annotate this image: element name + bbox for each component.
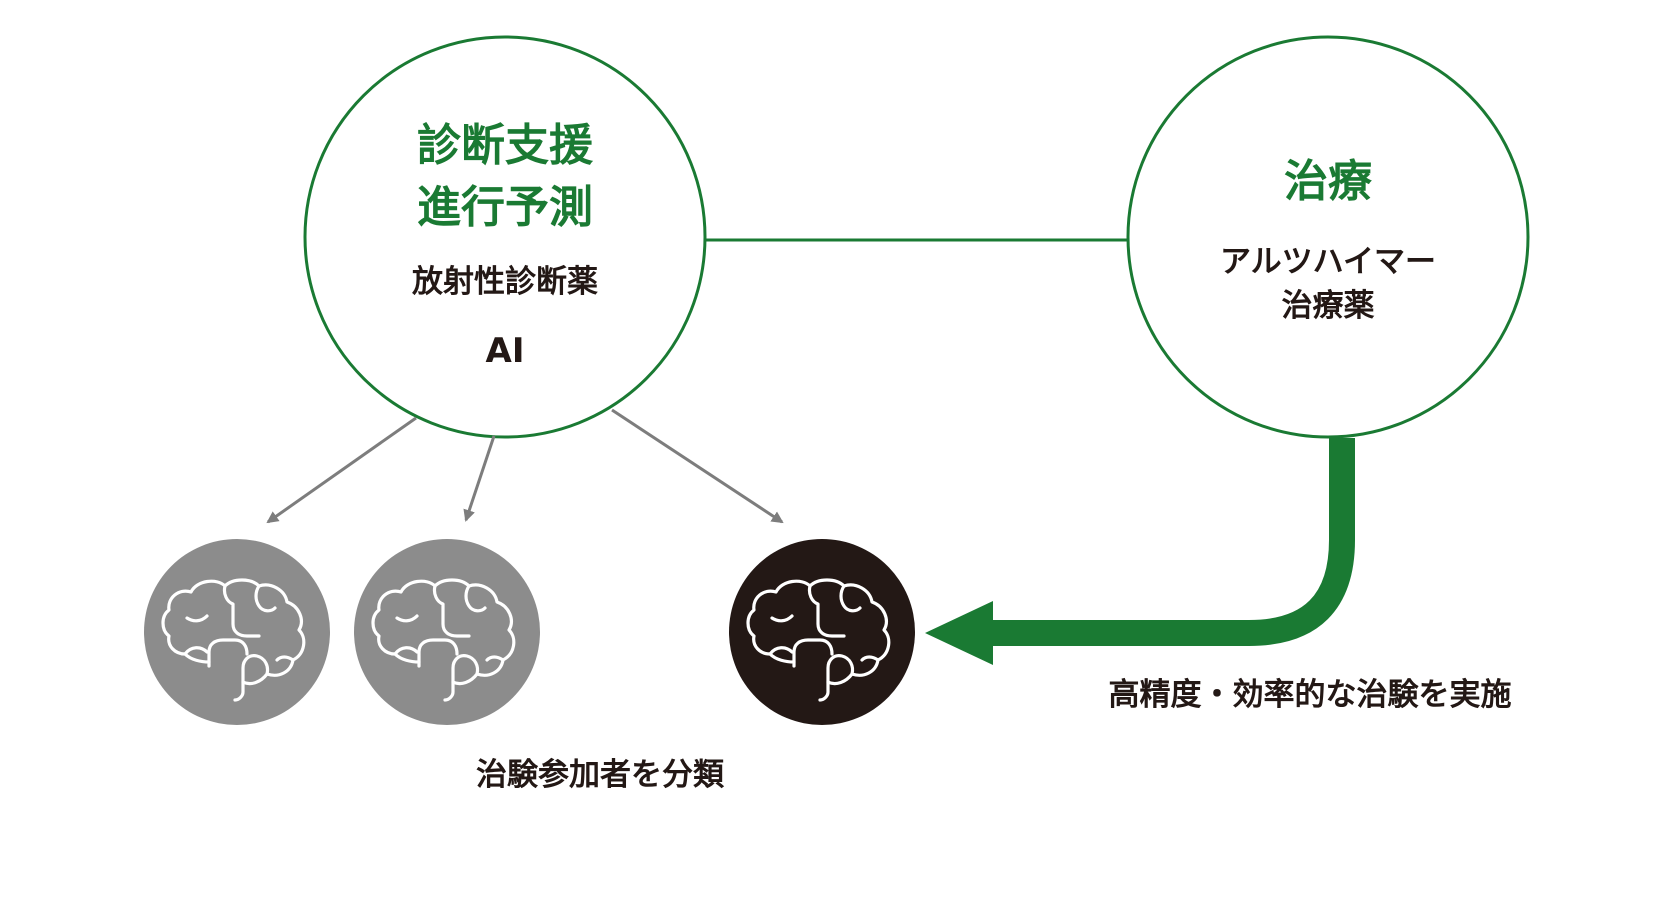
brain-icon — [144, 539, 330, 725]
caption-classify-participants: 治験参加者を分類 — [476, 757, 724, 793]
diagnosis-item-ai: AI — [485, 331, 525, 371]
diagnosis-title-line1: 診断支援 — [417, 120, 593, 171]
brain-icon — [354, 539, 540, 725]
treatment-circle — [1126, 35, 1530, 439]
treatment-item-line2: 治療薬 — [1281, 288, 1375, 324]
arrow-to-brain-2 — [463, 435, 496, 522]
diagnosis-item-radiopharmaceutical: 放射性診断薬 — [412, 264, 598, 300]
arrow-to-brain-1 — [266, 416, 417, 524]
diagnosis-title-line2: 進行予測 — [417, 182, 593, 233]
treatment-title: 治療 — [1284, 156, 1372, 207]
treatment-item-line1: アルツハイマー — [1219, 244, 1437, 280]
treatment-arrow-head — [925, 601, 993, 665]
caption-efficient-trial: 高精度・効率的な治験を実施 — [1108, 677, 1512, 713]
brain-icon — [729, 539, 915, 725]
treatment-arrow — [990, 438, 1355, 646]
arrow-to-brain-3 — [611, 408, 784, 524]
diagnosis-circle — [303, 35, 707, 439]
